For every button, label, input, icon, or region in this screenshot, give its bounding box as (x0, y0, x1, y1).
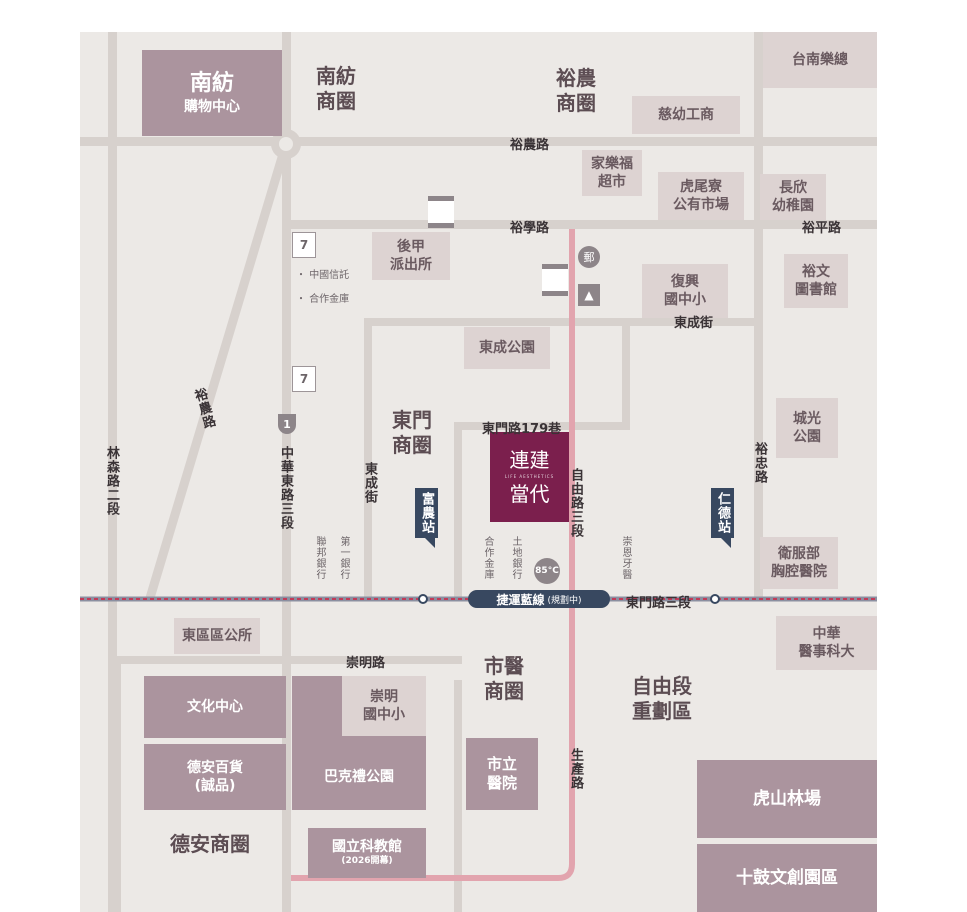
road-yunong (80, 137, 877, 146)
road-dongmen-179-lane (454, 426, 462, 601)
road-label-linsen-2: 林森路二段 (104, 446, 119, 516)
poi-cooperative-bank: ・ 合作金庫 (296, 290, 349, 305)
project-tagline: LIFE AESTHETICS (504, 474, 555, 480)
road-yuxue (282, 220, 877, 229)
weifubu-clinic: 衛服部 胸腔醫院 (760, 537, 838, 589)
poi-ctbc: ・ 中國信託 (296, 266, 349, 281)
zone-dean: 德安商圈 (170, 832, 250, 856)
road-yunong-diagonal (145, 142, 291, 600)
funong-station: 富農站 (415, 488, 438, 548)
shigu-park: 十鼓文創園區 (697, 844, 877, 912)
road-lane-mid-lower (454, 680, 462, 912)
road-dongcheng-vertical (364, 320, 372, 598)
poi-chongen-dental: 崇恩牙醫 (620, 536, 631, 580)
nanfang-mall-sub: 購物中心 (184, 99, 240, 116)
road-label-dongcheng-st: 東成街 (674, 316, 714, 331)
zhonghua-college: 中華 醫事科大 (776, 616, 877, 670)
nanfang-mall-title: 南紡 (189, 70, 234, 96)
road-label-yunong: 裕農路 (510, 138, 550, 153)
bullet-icon: ・ (296, 270, 310, 281)
rende-station-label: 仁德站 (711, 488, 734, 538)
yuwen-library: 裕文 圖書館 (784, 254, 848, 308)
road-lane-left-lower (114, 658, 121, 912)
seven-eleven-icon: 7 (292, 366, 316, 392)
poi-coop-bank-2: 合作金庫 (482, 536, 493, 580)
familymart-icon (428, 196, 454, 228)
changxin-kindergarten: 長欣 幼稚園 (760, 174, 826, 220)
road-dongcheng-street (364, 318, 754, 326)
bullet-icon: ・ (296, 294, 310, 305)
road-overlay (145, 129, 575, 881)
road-label-shengchan: 生產路 (568, 748, 583, 790)
road-label-dongmen-179: 東門路179巷 (482, 422, 562, 437)
city-hospital: 市立 醫院 (466, 738, 538, 810)
post-office-icon: 郵 (578, 246, 600, 268)
mrt-line-name: 捷運藍線 (496, 592, 545, 607)
ciyou-school: 慈幼工商 (632, 96, 740, 134)
funong-station-pointer (425, 538, 435, 548)
zone-ziyou: 自由段 重劃區 (632, 674, 692, 723)
rende-station-pointer (721, 538, 731, 548)
bank-icon: ▲ (578, 284, 600, 306)
science-museum-note: (2026開幕) (341, 856, 393, 867)
zone-dongmen: 東門 商圈 (392, 408, 432, 457)
poi-ctbc-label: 中國信託 (309, 270, 350, 281)
road-label-zhonghua-e3: 中華東路三段 (278, 446, 293, 530)
project-lianjian-dangdai: 連建 LIFE AESTHETICS 當代 (490, 432, 569, 522)
project-name-line2: 當代 (509, 481, 550, 506)
mrt-line-note: (規劃中) (547, 595, 582, 606)
project-name-line1: 連建 (509, 448, 550, 473)
houjia-police: 後甲 派出所 (372, 232, 450, 280)
road-label-yuping: 裕平路 (802, 221, 842, 236)
road-label-dongmen-3: 東門路三段 (626, 596, 692, 611)
science-museum: 國立科教館 (2026開幕) (308, 828, 426, 878)
zone-yunong: 裕農 商圈 (556, 66, 596, 115)
dongcheng-park: 東成公園 (464, 327, 550, 369)
chengguang-park: 城光 公園 (776, 398, 838, 458)
dean-dept-store: 德安百貨 (誠品) (144, 744, 286, 810)
rende-station: 仁德站 (711, 488, 734, 548)
roundabout-center (279, 137, 293, 151)
funong-station-label: 富農站 (415, 488, 438, 538)
road-linsen (108, 32, 117, 912)
bakeli-park: 巴克禮公園 (324, 768, 394, 785)
chongming-school: 崇明 國中小 (342, 676, 426, 736)
familymart-icon (542, 264, 568, 296)
funong-station-dot (418, 594, 428, 604)
dongqu-office: 東區區公所 (174, 618, 260, 654)
map-canvas: 南紡 購物中心 台南樂總 慈幼工商 家樂福 超市 虎尾寮 公有市場 長欣 幼稚園… (80, 32, 877, 912)
road-label-yuxue: 裕學路 (510, 221, 550, 236)
rende-station-dot (710, 594, 720, 604)
road-yuzhong (754, 32, 763, 598)
road-label-ziyou-3: 自由路三段 (568, 468, 583, 538)
mrt-line-label: 捷運藍線 (規劃中) (468, 590, 610, 608)
zone-shiyi: 市醫 商圈 (484, 654, 524, 703)
poi-union-bank: 聯邦銀行 (314, 536, 325, 580)
seven-eleven-icon: 7 (292, 232, 316, 258)
zone-nanfang: 南紡 商圈 (316, 64, 356, 113)
nanfang-mall: 南紡 購物中心 (142, 50, 282, 136)
hushan-forest: 虎山林場 (697, 760, 877, 838)
road-chongming (114, 656, 462, 664)
science-museum-name: 國立科教館 (332, 839, 402, 856)
road-label-dongcheng-v: 東成街 (362, 462, 377, 504)
poi-land-bank: 土地銀行 (510, 536, 521, 580)
tainan-music: 台南樂總 (763, 32, 877, 88)
road-lane-right (622, 320, 630, 430)
poi-first-bank: 第一銀行 (338, 536, 349, 580)
carrefour: 家樂福 超市 (582, 150, 642, 196)
poi-coop-label: 合作金庫 (309, 294, 350, 305)
road-ziyou-shengchan (291, 229, 575, 881)
huweiliao-market: 虎尾寮 公有市場 (658, 172, 744, 220)
road-dongmen-179 (454, 422, 630, 430)
route-one-shield-icon: 1 (278, 414, 296, 434)
culture-center: 文化中心 (144, 676, 286, 738)
cafe85-icon: 85°C (534, 558, 560, 584)
road-label-chongming: 崇明路 (346, 656, 386, 671)
road-label-yuzhong: 裕忠路 (752, 442, 767, 484)
road-zhonghua-east (282, 32, 291, 912)
fuxing-school: 復興 國中小 (642, 264, 728, 318)
